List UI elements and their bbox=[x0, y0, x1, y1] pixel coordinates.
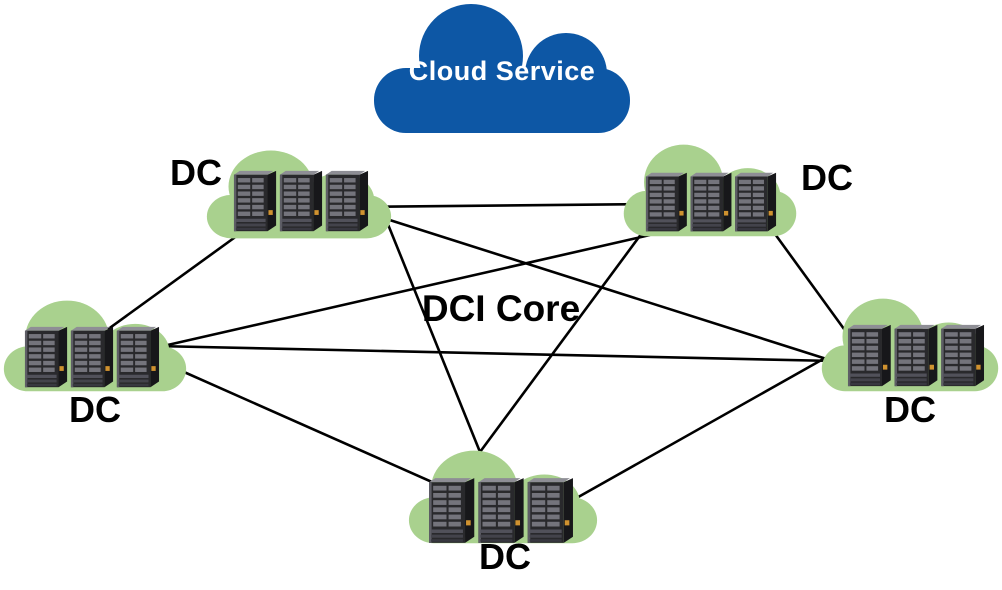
link-dc-top-right-dc-left bbox=[149, 233, 651, 351]
cloud-service-node: Cloud Service bbox=[373, 2, 631, 134]
link-dc-top-left-dc-bottom bbox=[381, 211, 482, 453]
dc-label-bottom: DC bbox=[479, 536, 531, 577]
dc-label-top-left: DC bbox=[170, 152, 222, 193]
link-dc-top-left-dc-left bbox=[99, 228, 246, 337]
dc-node-left bbox=[2, 298, 188, 393]
dc-node-right bbox=[820, 296, 1000, 393]
dc-node-top-left bbox=[205, 148, 393, 240]
dc-node-top-right bbox=[622, 142, 798, 238]
server-rack-icon bbox=[847, 322, 985, 390]
dc-label-left: DC bbox=[69, 389, 121, 430]
link-dc-right-dc-bottom bbox=[572, 356, 826, 502]
server-rack-icon bbox=[645, 170, 777, 235]
dc-node-bottom bbox=[407, 448, 599, 545]
link-dc-left-dc-right bbox=[154, 344, 836, 363]
server-rack-icon bbox=[233, 168, 369, 235]
link-dc-top-left-dc-right bbox=[376, 214, 837, 364]
dc-label-right: DC bbox=[884, 389, 936, 430]
link-dc-top-right-dc-bottom bbox=[478, 232, 644, 453]
link-dc-top-left-dc-top-right bbox=[344, 202, 656, 209]
link-dc-left-dc-bottom bbox=[174, 366, 451, 492]
dc-label-top-right: DC bbox=[801, 157, 853, 198]
server-rack-icon bbox=[24, 324, 160, 391]
cloud-service-label: Cloud Service bbox=[408, 56, 596, 86]
link-dc-top-right-dc-right bbox=[773, 233, 854, 341]
dci-core-label: DCI Core bbox=[421, 288, 581, 329]
